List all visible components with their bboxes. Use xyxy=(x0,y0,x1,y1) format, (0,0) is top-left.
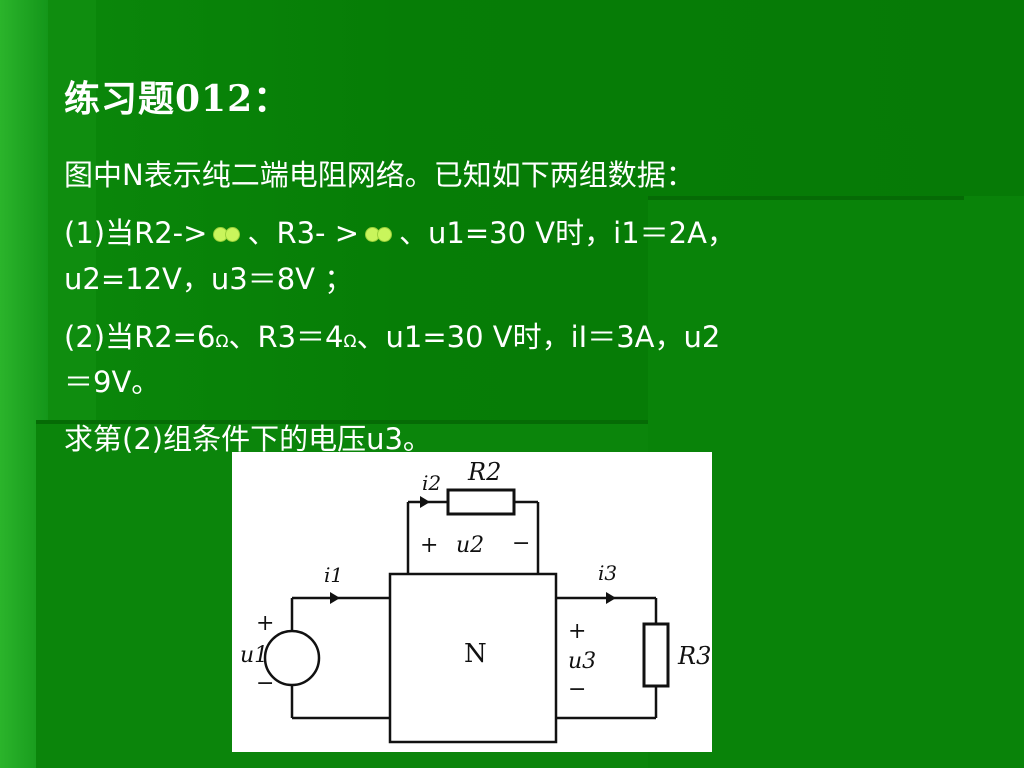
question-text: 求第(2)组条件下的电压u3。 xyxy=(64,422,432,456)
voltage-source-icon xyxy=(263,629,321,687)
condition-1-line-2: u2=12V，u3＝8V ； xyxy=(64,262,353,296)
current-arrow-icon xyxy=(420,496,430,508)
circuit-diagram: R2 i2 u2 + − i1 u1 + − N i3 u3 + − R3 xyxy=(232,452,712,752)
label-plus-u2: + xyxy=(420,533,438,558)
ohm-symbol: Ω xyxy=(215,332,229,352)
condition-text: u2=12V，u3＝8V ； xyxy=(64,262,354,296)
label-minus-u2: − xyxy=(512,531,530,556)
label-r2: R2 xyxy=(467,458,501,486)
resistor-r3-icon xyxy=(642,622,670,688)
label-u3: u3 xyxy=(568,649,596,674)
condition-text: 、u1=30 V时，iI＝3A，u2 xyxy=(356,320,721,354)
label-plus-u3: + xyxy=(568,619,586,644)
condition-text: 、R3- > xyxy=(247,216,360,250)
problem-statement-line-1: 图中N表示纯二端电阻网络。已知如下两组数据： xyxy=(64,158,695,192)
current-arrow-icon xyxy=(330,592,340,604)
network-box xyxy=(388,572,558,744)
label-i3: i3 xyxy=(598,561,617,585)
resistor-r2-icon xyxy=(446,488,516,516)
label-minus-u3: − xyxy=(568,677,586,702)
question-line: 求第(2)组条件下的电压u3。 xyxy=(64,422,432,456)
condition-text: ＝9V。 xyxy=(64,365,161,399)
background-band xyxy=(36,420,648,424)
circuit-wires xyxy=(290,500,658,744)
condition-text: (1)当R2-> xyxy=(64,216,208,250)
label-minus-u1: − xyxy=(256,671,274,696)
condition-text: 、u1=30 V时，i1＝2A， xyxy=(399,216,736,250)
slide-title: 练习题012： xyxy=(64,78,291,120)
label-i2: i2 xyxy=(422,471,441,495)
condition-2-line-1: (2)当R2=6Ω、R3＝4Ω、u1=30 V时，iI＝3A，u2 xyxy=(64,320,720,359)
label-plus-u1: + xyxy=(256,611,274,636)
ohm-symbol: Ω xyxy=(343,332,357,352)
current-arrows xyxy=(330,496,616,604)
condition-text: (2)当R2=6 xyxy=(64,320,216,354)
current-arrow-icon xyxy=(606,592,616,604)
condition-2-line-2: ＝9V。 xyxy=(64,365,160,399)
condition-1-line-1: (1)当R2-> 、R3- > 、u1=30 V时，i1＝2A， xyxy=(64,216,736,250)
label-r3: R3 xyxy=(677,642,711,670)
condition-text: 、R3＝4 xyxy=(228,320,344,354)
label-network-n: N xyxy=(464,639,487,669)
infinity-icon xyxy=(209,225,245,245)
statement-text: 图中N表示纯二端电阻网络。已知如下两组数据： xyxy=(64,158,695,192)
label-i1: i1 xyxy=(324,563,343,587)
label-u1: u1 xyxy=(240,643,268,668)
label-u2: u2 xyxy=(456,533,484,558)
infinity-icon xyxy=(361,225,397,245)
background-band xyxy=(648,196,964,200)
